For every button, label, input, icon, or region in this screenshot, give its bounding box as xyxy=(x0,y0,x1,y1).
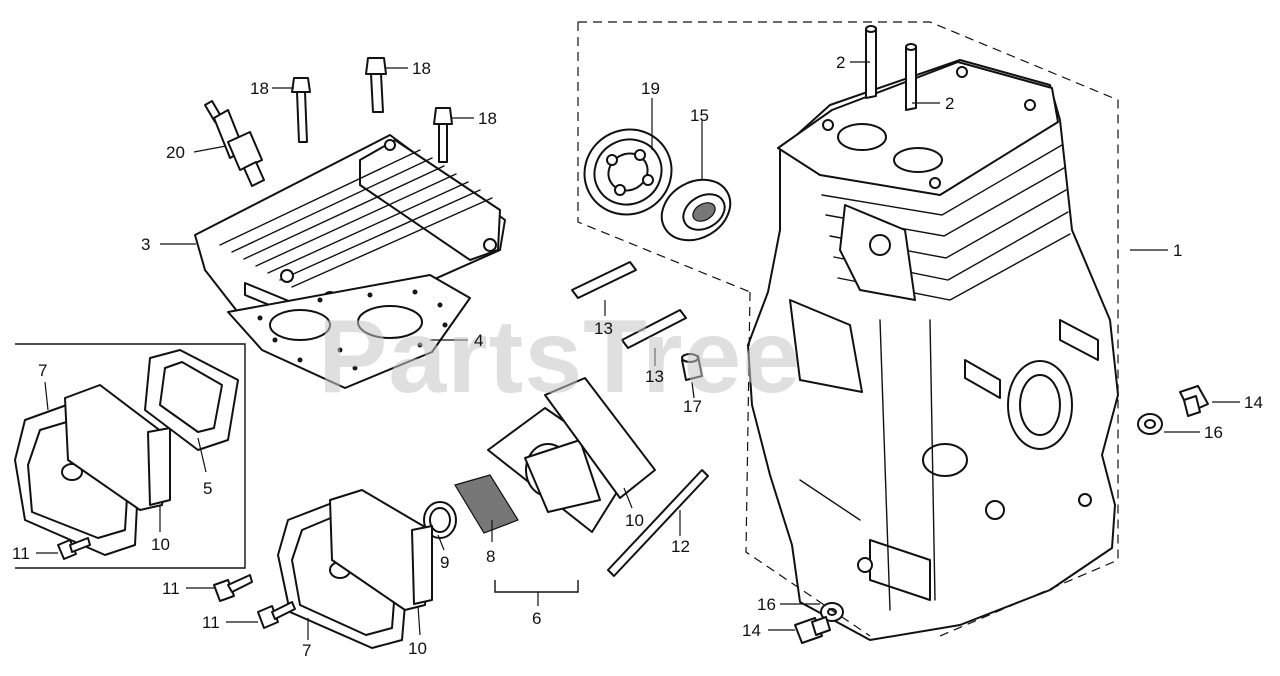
callout-10-left: 10 xyxy=(151,535,170,554)
callout-9: 9 xyxy=(440,553,449,572)
insulator-part-6[interactable] xyxy=(487,407,633,533)
head-gasket-part-4[interactable] xyxy=(227,274,471,389)
callout-labels: 1 2 2 3 4 5 6 7 7 8 9 10 10 10 11 11 11 … xyxy=(12,53,1263,660)
callout-15: 15 xyxy=(690,106,709,125)
callout-4: 4 xyxy=(474,331,483,350)
drain-bolt-part-14-bottom[interactable] xyxy=(794,616,831,644)
callout-13-lower: 13 xyxy=(645,367,664,386)
callout-7-bottom: 7 xyxy=(302,641,311,660)
callout-18-right: 18 xyxy=(478,109,497,128)
crankcase-part-1[interactable] xyxy=(747,59,1119,641)
gasket-part-5[interactable] xyxy=(144,349,239,451)
callout-16-bottom: 16 xyxy=(757,595,776,614)
watermark: PartsTree xyxy=(318,299,801,415)
bolt-part-18-left[interactable] xyxy=(291,77,311,143)
callout-20: 20 xyxy=(166,143,185,162)
drain-bolt-part-14-right[interactable] xyxy=(1179,385,1209,417)
bolt-part-18-center[interactable] xyxy=(365,57,387,113)
callout-18-center: 18 xyxy=(412,59,431,78)
screw-part-11-left[interactable] xyxy=(57,537,91,560)
gasket-part-10-left[interactable] xyxy=(64,384,171,511)
callout-18-left: 18 xyxy=(250,79,269,98)
callout-8: 8 xyxy=(486,547,495,566)
callout-16-right: 16 xyxy=(1204,423,1223,442)
callout-13-upper: 13 xyxy=(594,319,613,338)
callout-14-right: 14 xyxy=(1244,393,1263,412)
callout-2-upper: 2 xyxy=(836,53,845,72)
bearing-part-19[interactable] xyxy=(569,114,687,231)
bolt-part-18-right[interactable] xyxy=(433,107,453,163)
screw-part-11-middle[interactable] xyxy=(213,574,253,602)
callout-2-lower: 2 xyxy=(945,94,954,113)
leader-lines xyxy=(36,61,1240,640)
callout-5: 5 xyxy=(203,479,212,498)
spark-plug-part-20[interactable] xyxy=(204,100,265,187)
callout-10-center: 10 xyxy=(625,511,644,530)
callout-6: 6 xyxy=(532,609,541,628)
stud-part-13-lower[interactable] xyxy=(621,309,687,349)
callout-12: 12 xyxy=(671,537,690,556)
callout-7-top: 7 xyxy=(38,361,47,380)
dowel-pin-part-17[interactable] xyxy=(681,353,703,381)
gasket-part-10-bottom[interactable] xyxy=(329,489,433,611)
callout-10-bottom: 10 xyxy=(408,639,427,658)
callout-11-middle: 11 xyxy=(162,579,180,598)
callout-14-bottom: 14 xyxy=(742,621,761,640)
washer-part-16-right[interactable] xyxy=(1137,413,1163,435)
stud-part-2[interactable] xyxy=(865,25,917,111)
callout-11-bottom: 11 xyxy=(202,613,220,632)
reference-frames xyxy=(15,21,1119,637)
callout-1: 1 xyxy=(1173,241,1182,260)
filter-part-8[interactable] xyxy=(454,474,519,534)
gasket-part-10-center[interactable] xyxy=(544,377,656,499)
callout-11-left: 11 xyxy=(12,544,30,563)
callout-3: 3 xyxy=(141,235,150,254)
callout-17: 17 xyxy=(683,397,702,416)
callout-19: 19 xyxy=(641,79,660,98)
screw-part-11-bottom[interactable] xyxy=(257,601,296,629)
long-stud-part-12[interactable] xyxy=(607,469,709,577)
stud-part-13-upper[interactable] xyxy=(571,261,637,299)
oil-seal-part-15[interactable] xyxy=(651,168,741,252)
